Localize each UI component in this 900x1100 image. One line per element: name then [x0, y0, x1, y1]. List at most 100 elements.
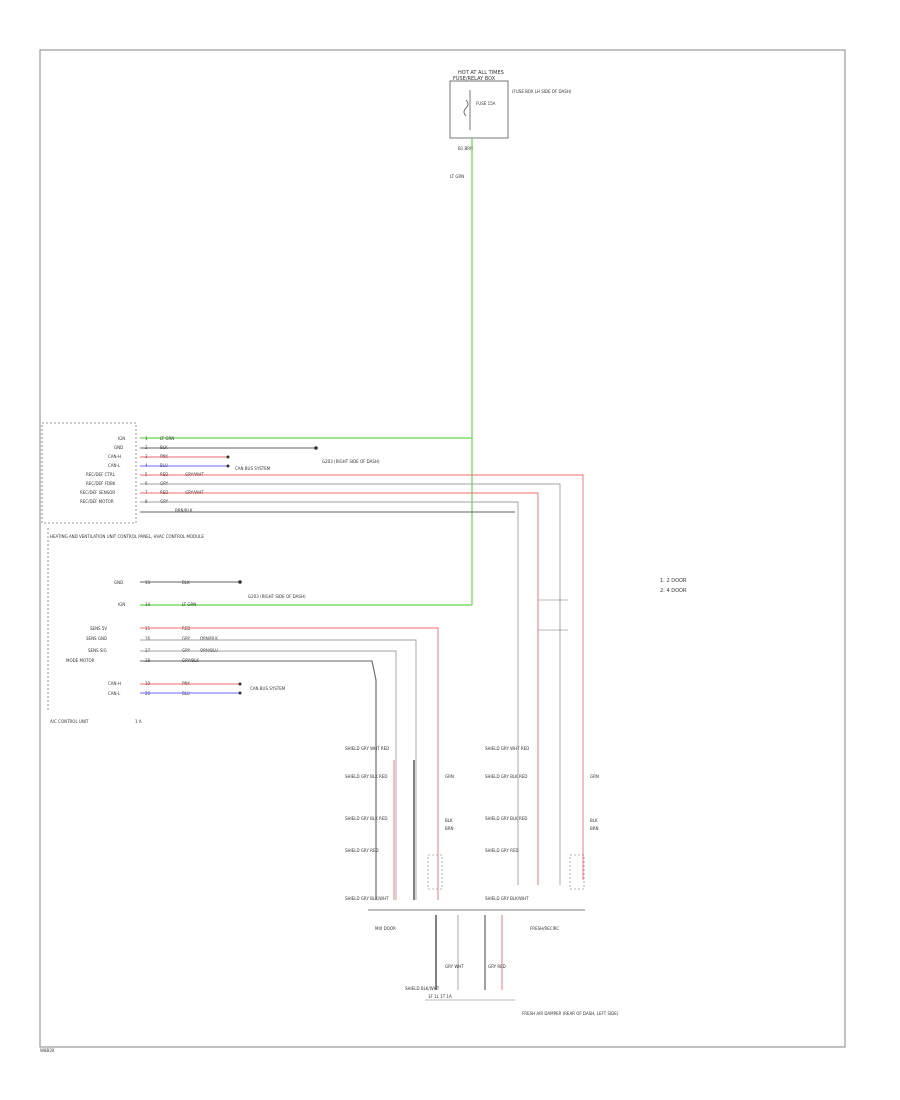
motor-row: SHIELD GRY RED — [485, 848, 519, 853]
pin-number: 14 — [145, 602, 151, 607]
motor-row: SHIELD GRY BLK RED — [345, 816, 387, 821]
pin-row: REC/DEF FDBK 6 GRY — [86, 481, 169, 486]
motor-row: SHIELD GRY BLK RED — [485, 816, 527, 821]
wire-color: GRY/WHT — [185, 490, 204, 495]
pin-color: BLK — [160, 445, 168, 450]
pin-number: 5 — [145, 472, 148, 477]
note-line-1: 1: 2 DOOR — [660, 578, 687, 584]
footer-code: W8B3X — [40, 1048, 55, 1053]
motor-side-label: BLK — [590, 818, 598, 823]
pin-row: REC/DEF CTRL 5 RED GRY/WHT — [86, 472, 204, 477]
wire-pin5 — [140, 474, 584, 880]
control-unit-footer-pins: 1 A — [135, 719, 142, 724]
note-line-2: 2: 4 DOOR — [660, 588, 687, 594]
motor-row: SHIELD GRY BLK RED — [485, 774, 527, 779]
pin-number: 17 — [145, 648, 151, 653]
bottom-wire-label-b: GRY RED — [488, 964, 506, 969]
pin-name: IGN — [118, 436, 125, 441]
fuse-symbol — [463, 99, 469, 117]
pin-number: 2 — [145, 445, 148, 450]
control-unit-outline — [41, 422, 137, 524]
wire-color: GRY/WHT — [185, 472, 204, 477]
motor-side-label: BLK — [445, 818, 453, 823]
feed-wire-label: LT GRN — [450, 174, 464, 179]
motor-row: SHIELD GRY BLK/WHT — [345, 896, 389, 901]
motor-detail — [427, 854, 443, 890]
pin-color: LT GRN — [182, 602, 196, 607]
pin-color: RED — [182, 626, 190, 631]
pin-color: BLK — [182, 580, 190, 585]
pin-number: 15 — [145, 626, 151, 631]
pin-name: CAN-H — [108, 454, 121, 459]
bottom-wire-label-a: GRY WHT — [445, 964, 464, 969]
motor-side-label: BRN — [445, 826, 454, 831]
pin-name: GND — [114, 445, 123, 450]
pin-number: 3 — [145, 454, 148, 459]
pin-name: CAN-L — [108, 463, 121, 468]
ground-point-top — [314, 446, 318, 450]
can-point — [226, 455, 230, 459]
pin-color: BLU — [160, 463, 168, 468]
pin-color: PNK — [160, 454, 168, 459]
pin-row: SENS GND 16 GRY ORN/BLK — [86, 636, 218, 641]
pin-number: 4 — [145, 463, 148, 468]
wire-pin8 — [140, 501, 519, 885]
motor-row: SHIELD GRY BLK RED — [345, 774, 387, 779]
motor-block-fresh-recirc: SHIELD GRY WHT RED SHIELD GRY BLK RED SH… — [485, 746, 599, 931]
fuse-box: HOT AT ALL TIMES FUSE/RELAY BOX FUSE 15A… — [449, 70, 572, 151]
motor-side-label: GRN — [590, 774, 599, 779]
pin-row: CAN-L 20 BLU — [108, 691, 190, 696]
fuse-box-outline — [449, 80, 509, 139]
pin-number: 1 — [145, 436, 148, 441]
ground-note-bottom: G203 (RIGHT SIDE OF DASH) — [248, 594, 306, 599]
fuse-pin-label: B1 BRN — [458, 146, 473, 151]
bottom-connector-pins: 1F 1L 1T 1A — [428, 994, 452, 999]
fuse-box-title-line1: HOT AT ALL TIMES — [458, 70, 504, 76]
pin-number: 7 — [145, 490, 148, 495]
wire-mode-motor — [140, 660, 377, 900]
can-point — [238, 691, 242, 695]
fuse-box-title-line2: FUSE/RELAY BOX — [453, 76, 496, 82]
pin-row: IGN 14 LT GRN — [118, 602, 196, 607]
motor-label: MIX DOOR — [375, 926, 396, 931]
motor-row: SHIELD GRY WHT RED — [485, 746, 529, 751]
motor-side-label: GRN — [445, 774, 454, 779]
can-point — [238, 682, 242, 686]
control-unit: IGN 1 LT GRN GND 2 BLK CAN-H 3 PNK CAN-L… — [41, 422, 218, 724]
pin-number: 13 — [145, 580, 151, 585]
pin-row: CAN-H 19 PNK — [108, 681, 190, 686]
pin-name: SENS SIG — [88, 648, 107, 653]
wire-pin7 — [140, 492, 539, 885]
pin-name: IGN — [118, 602, 125, 607]
pin-color: PNK — [182, 681, 190, 686]
fuse-label: FUSE 15A — [476, 101, 496, 106]
pin-row: REC/DEF MOTOR 8 GRY BRN/BLK — [80, 499, 193, 513]
pin-row: CAN-L 4 BLU — [108, 463, 168, 468]
wire-color: ORN/BLU — [200, 648, 218, 653]
pin-row: SENS SIG 17 GRY ORN/BLU — [88, 648, 218, 653]
pin-color: GRY — [160, 499, 169, 504]
pin-name: CAN-L — [108, 691, 121, 696]
pin-color: GRY — [160, 481, 169, 486]
pin-row: GND 2 BLK — [114, 445, 168, 450]
motor-block-mix-door: SHIELD GRY WHT RED SHIELD GRY BLK RED SH… — [345, 746, 454, 931]
pin-row: CAN-H 3 PNK — [108, 454, 168, 459]
pin-name: REC/DEF FDBK — [86, 481, 116, 486]
pin-name: CAN-H — [108, 681, 121, 686]
diagram-frame — [39, 49, 846, 1048]
pin-color: GRY — [182, 648, 191, 653]
motor-detail — [569, 854, 585, 890]
pin-row: SENS 5V 15 RED — [90, 626, 190, 631]
pin-number: 16 — [145, 636, 151, 641]
pin-name: REC/DEF MOTOR — [80, 499, 114, 504]
wire-pin6 — [140, 483, 561, 885]
pin-row: IGN 1 LT GRN — [118, 436, 174, 441]
pin-name: SENS 5V — [90, 626, 107, 631]
pin-name: GND — [114, 580, 123, 585]
pin-number: 19 — [145, 681, 151, 686]
pin-color: LT GRN — [160, 436, 174, 441]
wire-sens-gnd — [140, 639, 417, 900]
pin-number: 20 — [145, 691, 151, 696]
control-unit-label: HEATING AND VENTILATION UNIT CONTROL PAN… — [50, 534, 204, 539]
